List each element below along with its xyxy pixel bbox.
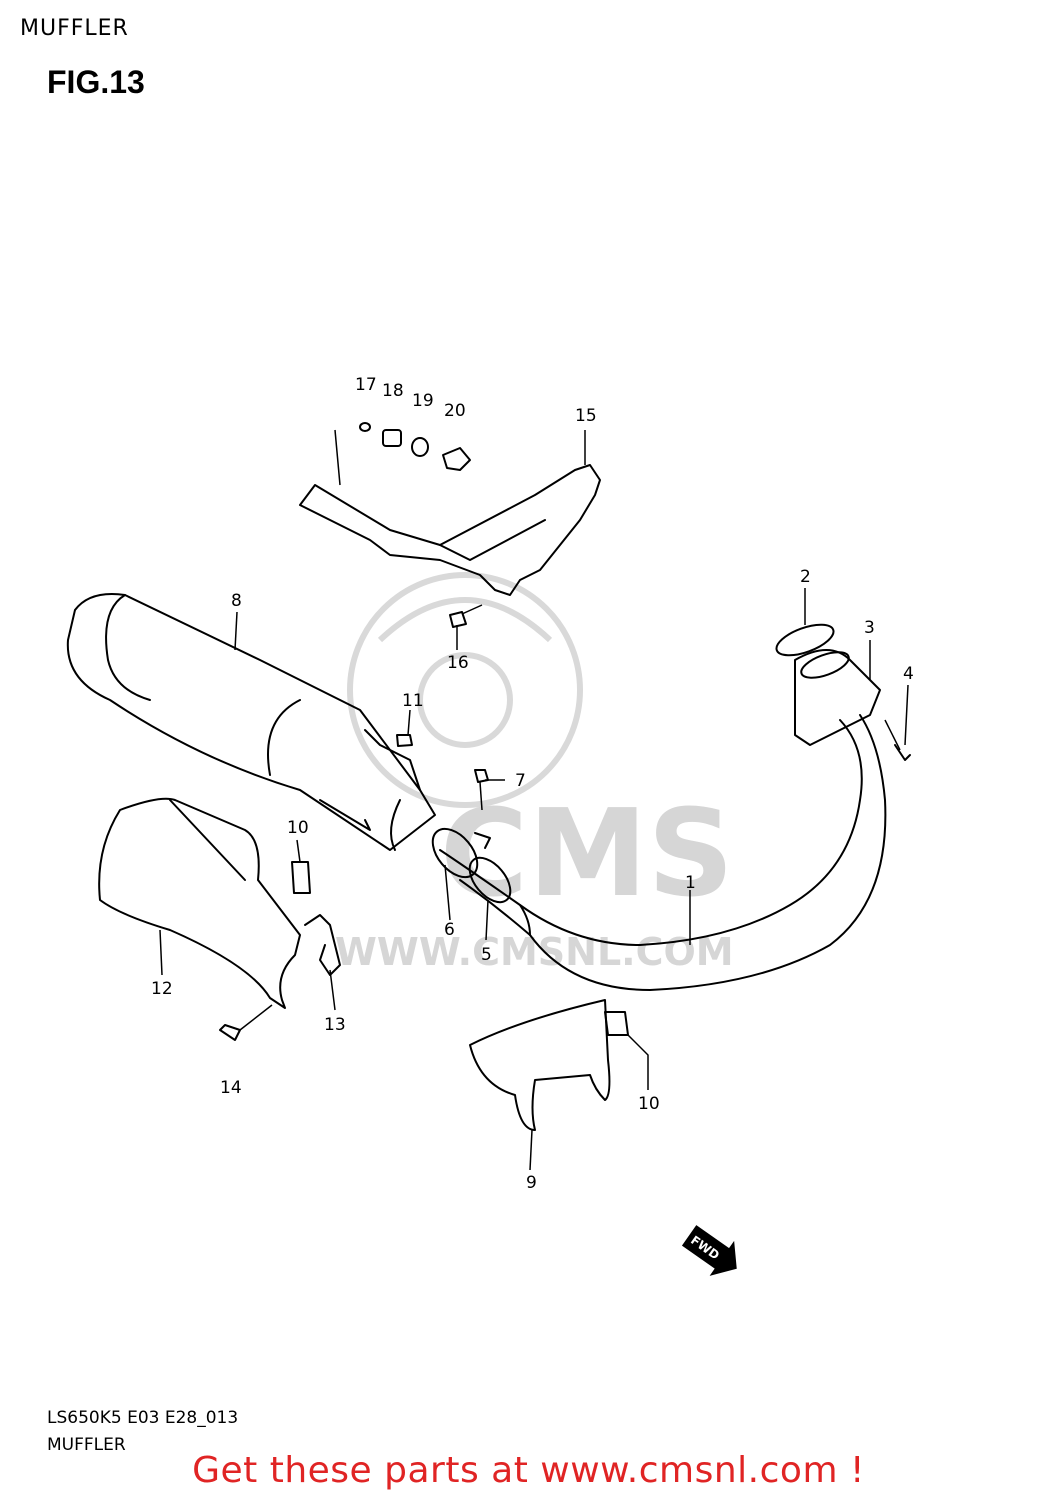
- call-to-action-link[interactable]: Get these parts at www.cmsnl.com !: [192, 1450, 865, 1491]
- callout-18: 18: [382, 381, 404, 401]
- part-heat-shield: [98, 797, 301, 1009]
- callout-6: 6: [444, 920, 455, 940]
- page-header: MUFFLER: [20, 16, 129, 41]
- model-code: LS650K5 E03 E28_013: [47, 1408, 239, 1428]
- part-bracket: [299, 429, 601, 596]
- callout-8: 8: [231, 591, 242, 611]
- callout-12: 12: [151, 979, 173, 999]
- callout-2: 2: [800, 567, 811, 587]
- callouts: 1 2 3 4 5 6 7 8 9 10 10 11 12 13 14 15 1…: [151, 375, 914, 1193]
- watermark-url: WWW.CMSNL.COM: [335, 930, 734, 974]
- callout-19: 19: [412, 391, 434, 411]
- callout-10a: 10: [287, 818, 309, 838]
- leader-lines: [159, 430, 909, 1171]
- part-lower-shield: [469, 999, 611, 1131]
- section-title: MUFFLER: [47, 1435, 126, 1455]
- callout-13: 13: [324, 1015, 346, 1035]
- part-bolt-14: [219, 1004, 273, 1041]
- forward-arrow-icon: FWD: [681, 1225, 737, 1276]
- part-flange-3: [794, 649, 881, 746]
- part-bolt-16: [449, 604, 483, 628]
- part-bolt-11: [396, 734, 413, 747]
- callout-14: 14: [220, 1078, 242, 1098]
- part-hardware-small: [359, 422, 471, 471]
- callout-16: 16: [447, 653, 469, 673]
- part-muffler: [66, 593, 436, 851]
- callout-10b: 10: [638, 1094, 660, 1114]
- callout-17: 17: [355, 375, 377, 395]
- callout-3: 3: [864, 618, 875, 638]
- part-gasket-5: [468, 856, 512, 904]
- part-gasket-2: [775, 623, 835, 657]
- part-clamp: [304, 914, 341, 976]
- callout-15: 15: [575, 406, 597, 426]
- callout-4: 4: [903, 664, 914, 684]
- watermark-logo: CMS WWW.CMSNL.COM: [335, 572, 734, 974]
- part-bolt-4: [884, 719, 911, 761]
- callout-7: 7: [515, 771, 526, 791]
- callout-20: 20: [444, 401, 466, 421]
- figure-label: FIG.13: [47, 64, 145, 100]
- part-clamp-6: [431, 827, 491, 879]
- callout-9: 9: [526, 1173, 537, 1193]
- callout-5: 5: [481, 945, 492, 965]
- callout-1: 1: [685, 873, 696, 893]
- callout-11: 11: [402, 691, 424, 711]
- part-exhaust-pipe: [439, 714, 887, 991]
